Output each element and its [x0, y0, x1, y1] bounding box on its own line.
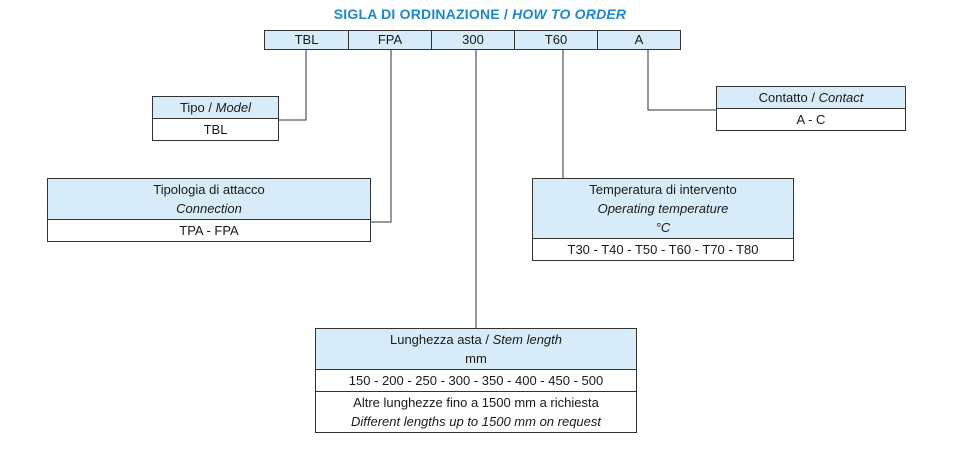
connection-label-en: Connection: [176, 201, 242, 216]
stem-unit: mm: [465, 351, 487, 366]
code-cell-model: TBL: [264, 30, 349, 50]
connection-label-it: Tipologia di attacco: [153, 182, 265, 197]
temperature-values: T30 - T40 - T50 - T60 - T70 - T80: [567, 242, 759, 257]
stem-note-it: Altre lunghezze fino a 1500 mm a richies…: [353, 395, 599, 410]
connector-contact: [647, 50, 716, 111]
contact-label-it: Contatto: [758, 90, 808, 105]
page-title: SIGLA DI ORDINAZIONE / HOW TO ORDER: [0, 6, 960, 22]
connection-box: Tipologia di attacco Connection TPA - FP…: [47, 178, 371, 242]
connector-model: [278, 50, 307, 121]
contact-label-en: Contact: [818, 90, 864, 105]
contact-box-header: Contatto / Contact: [717, 87, 905, 109]
code-cell-stem-length: 300: [431, 30, 515, 50]
connection-values: TPA - FPA: [179, 223, 239, 238]
code-cell-temperature: T60: [514, 30, 598, 50]
model-label-sep: /: [204, 100, 216, 115]
title-italian: SIGLA DI ORDINAZIONE: [333, 6, 500, 22]
model-box: Tipo / Model TBL: [152, 96, 279, 141]
stem-length-values: 150 - 200 - 250 - 300 - 350 - 400 - 450 …: [348, 373, 604, 388]
title-english: HOW TO ORDER: [512, 6, 627, 22]
stem-length-box-header: Lunghezza asta / Stem length mm: [316, 329, 636, 370]
temperature-label-en: Operating temperature: [597, 201, 729, 216]
model-label-en: Model: [215, 100, 252, 115]
stem-length-box: Lunghezza asta / Stem length mm 150 - 20…: [315, 328, 637, 433]
stem-note-en: Different lengths up to 1500 mm on reque…: [350, 414, 602, 429]
connection-box-header: Tipologia di attacco Connection: [48, 179, 370, 220]
code-cell-connection: FPA: [348, 30, 432, 50]
code-cell-contact: A: [597, 30, 681, 50]
title-separator: /: [499, 6, 513, 22]
connector-connection: [370, 50, 392, 223]
stem-label-en: Stem length: [492, 332, 562, 347]
model-label-it: Tipo: [179, 100, 205, 115]
temperature-box: Temperatura di intervento Operating temp…: [532, 178, 794, 261]
contact-box: Contatto / Contact A - C: [716, 86, 906, 131]
stem-label-it: Lunghezza asta: [389, 332, 482, 347]
model-box-header: Tipo / Model: [153, 97, 278, 119]
contact-values: A - C: [796, 112, 826, 127]
contact-label-sep: /: [807, 90, 819, 105]
model-values: TBL: [203, 122, 228, 137]
temperature-unit: °C: [655, 220, 671, 235]
stem-length-note: Altre lunghezze fino a 1500 mm a richies…: [316, 391, 636, 432]
order-code-row: TBL FPA 300 T60 A: [264, 30, 681, 50]
stem-label-sep: /: [481, 332, 493, 347]
temperature-label-it: Temperatura di intervento: [589, 182, 737, 197]
temperature-box-header: Temperatura di intervento Operating temp…: [533, 179, 793, 239]
